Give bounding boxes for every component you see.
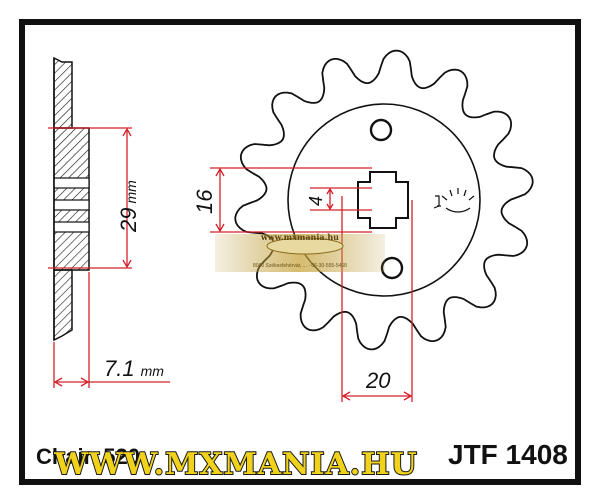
profile-lower-tooth <box>53 269 73 342</box>
mounting-hole-top <box>369 118 393 142</box>
thickness-dimension <box>53 272 170 388</box>
watermark-site: www.mxmania.hu <box>260 232 339 242</box>
hub-diameter-dimension <box>48 127 132 269</box>
profile-upper-tooth <box>53 56 73 129</box>
front-sprocket-view <box>234 49 534 351</box>
watermark-banner: WWW.MXMANIA.HU <box>53 447 418 482</box>
watermark-logo <box>266 237 344 255</box>
hub-diameter-label: 29mm <box>116 180 141 233</box>
profile-spline-gap <box>53 199 90 211</box>
part-number: JTF 1408 <box>448 439 568 470</box>
spline-height-label: 16 <box>192 189 217 214</box>
hub-circle <box>287 103 481 297</box>
key-width-dimension <box>310 187 372 211</box>
bore-label: 20 <box>365 368 391 393</box>
side-profile-view <box>53 56 90 342</box>
profile-hub <box>53 127 90 271</box>
spline-height-dimension <box>210 167 372 233</box>
profile-spline-gap <box>53 177 90 189</box>
watermark-small-text: 8000 Székesfehérvár, ... · 06-30-555-546… <box>253 263 347 269</box>
jt-logo-icon <box>433 188 475 213</box>
bore-dimension <box>341 196 413 402</box>
profile-spline-gap <box>53 221 90 233</box>
watermark: www.mxmania.hu 8000 Székesfehérvár, ... … <box>215 232 385 272</box>
chain-label: Chain 520 <box>36 444 140 469</box>
key-width-label: 4 <box>306 196 326 206</box>
splined-bore <box>357 171 409 229</box>
